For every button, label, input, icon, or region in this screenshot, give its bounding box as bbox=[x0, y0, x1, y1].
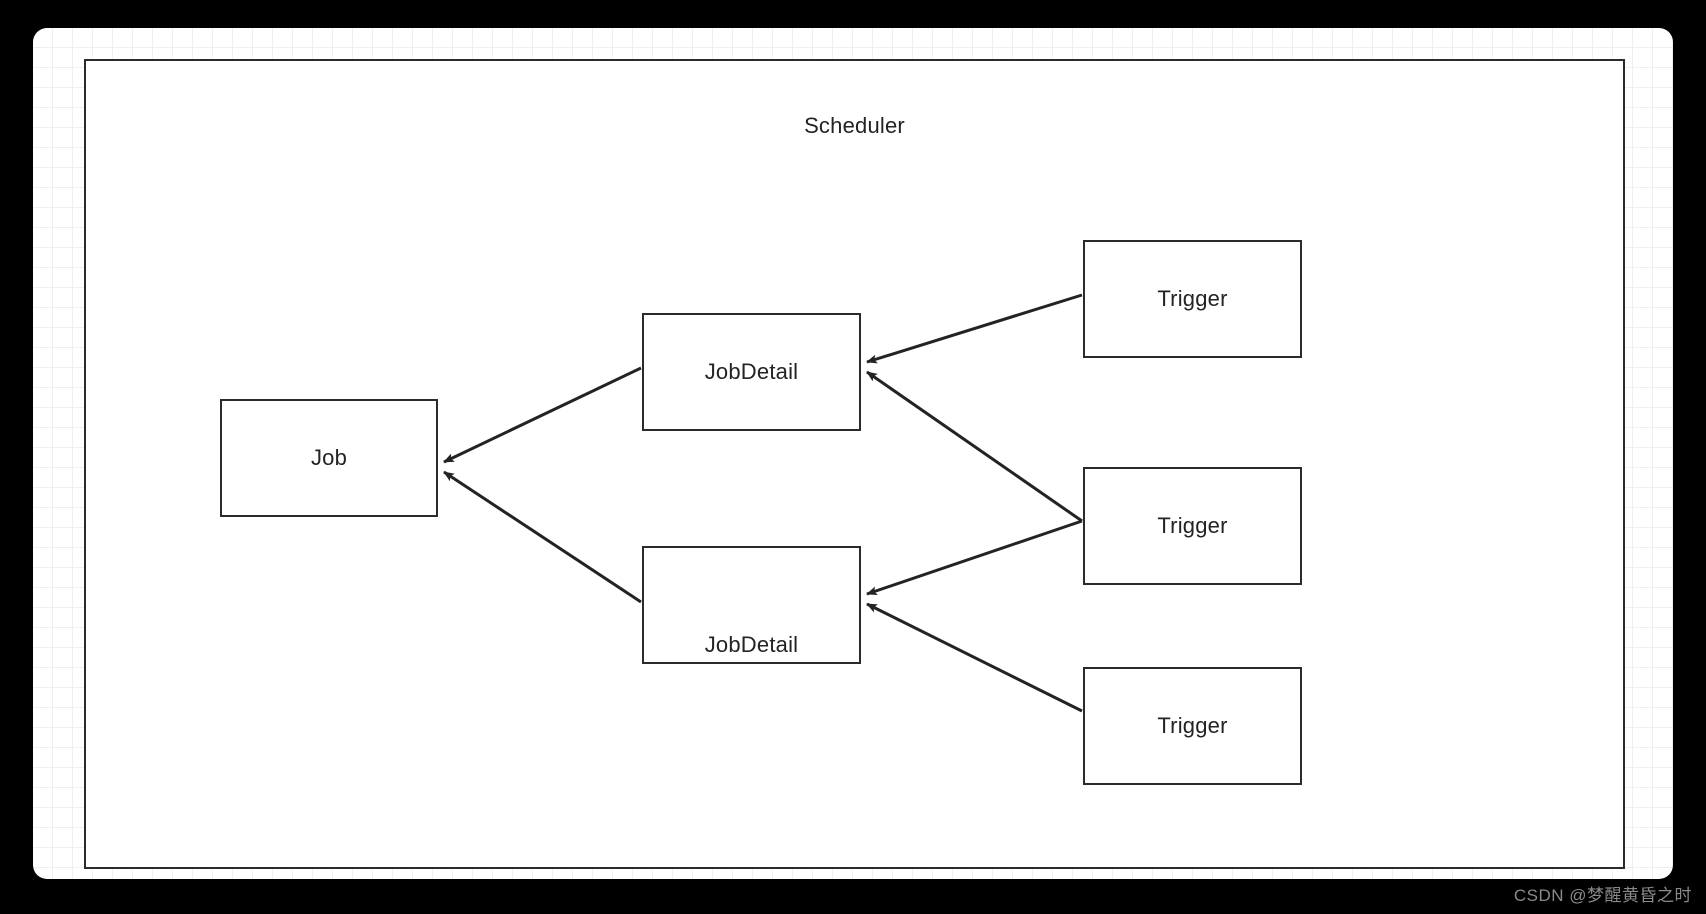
node-trigger-2-label: Trigger bbox=[1157, 513, 1228, 538]
node-jobdetail-1-label: JobDetail bbox=[704, 359, 799, 384]
node-job[interactable]: Job bbox=[220, 399, 438, 517]
node-jobdetail-2-label: JobDetail bbox=[704, 632, 799, 657]
watermark: CSDN @梦醒黄昏之时 bbox=[1513, 886, 1692, 905]
node-trigger-1-label: Trigger bbox=[1157, 286, 1228, 311]
node-jobdetail-2[interactable]: JobDetail bbox=[642, 546, 861, 664]
node-trigger-3[interactable]: Trigger bbox=[1083, 667, 1302, 785]
node-trigger-3-label: Trigger bbox=[1157, 713, 1228, 738]
scheduler-title: Scheduler bbox=[804, 113, 905, 138]
node-trigger-2[interactable]: Trigger bbox=[1083, 467, 1302, 585]
node-job-label: Job bbox=[310, 445, 348, 470]
node-trigger-1[interactable]: Trigger bbox=[1083, 240, 1302, 358]
node-jobdetail-1[interactable]: JobDetail bbox=[642, 313, 861, 431]
